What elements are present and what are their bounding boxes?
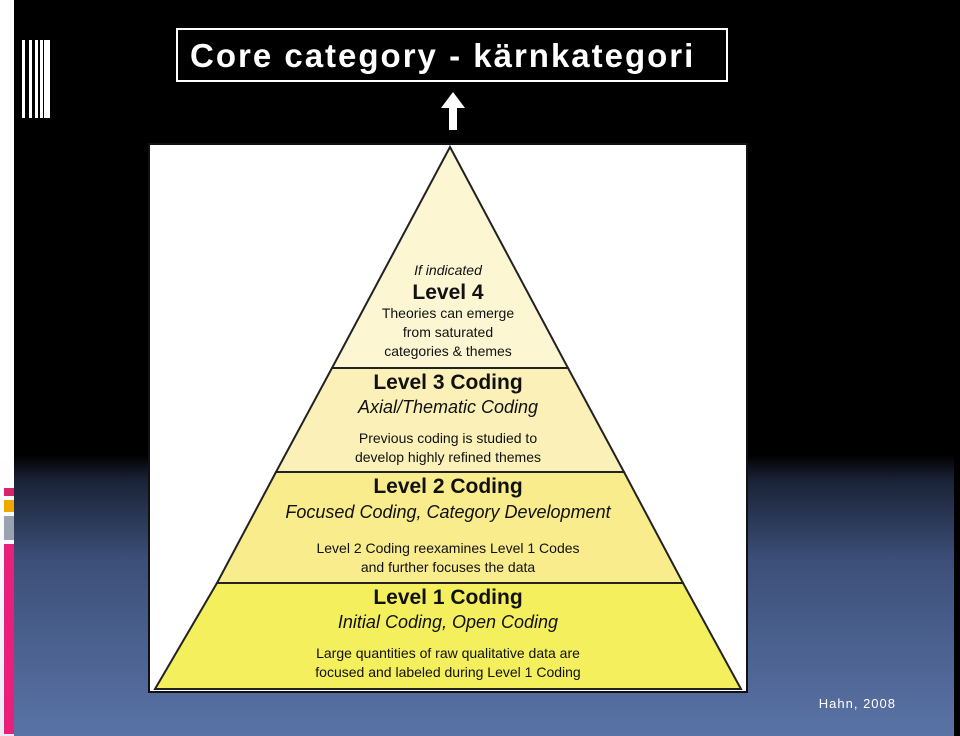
level3-heading: Level 3 Coding bbox=[373, 371, 523, 394]
accent-strip-orange bbox=[4, 500, 14, 512]
pyramid-graphic bbox=[153, 145, 743, 690]
level4-body-line2: from saturated bbox=[402, 324, 494, 340]
level2-heading: Level 2 Coding bbox=[373, 475, 523, 498]
level1-heading: Level 1 Coding bbox=[373, 586, 523, 609]
level1-subheading: Initial Coding, Open Coding bbox=[337, 612, 559, 632]
coding-pyramid-figure: If indicated Level 4 Theories can emerge… bbox=[148, 143, 748, 693]
pyramid-level1-band bbox=[153, 582, 743, 690]
level4-note: If indicated bbox=[414, 262, 482, 278]
slide-title: Core category - kärnkategori bbox=[176, 28, 728, 82]
level3-subheading: Axial/Thematic Coding bbox=[357, 397, 539, 417]
accent-strip-pink bbox=[4, 488, 14, 496]
level4-body-line3: categories & themes bbox=[384, 343, 512, 359]
source-credit: Hahn, 2008 bbox=[818, 696, 896, 711]
level1-body-line2: focused and labeled during Level 1 Codin… bbox=[315, 664, 581, 680]
up-arrow-icon bbox=[441, 92, 465, 130]
level2-body-line1: Level 2 Coding reexamines Level 1 Codes bbox=[316, 540, 580, 556]
level2-body-line2: and further focuses the data bbox=[360, 559, 536, 575]
level2-subheading: Focused Coding, Category Development bbox=[285, 502, 611, 522]
level4-body-line1: Theories can emerge bbox=[381, 305, 515, 321]
level1-body-line1: Large quantities of raw qualitative data… bbox=[316, 645, 580, 661]
accent-strip-gray bbox=[4, 516, 14, 540]
level3-body-line2: develop highly refined themes bbox=[354, 449, 541, 465]
level3-body-line1: Previous coding is studied to bbox=[358, 430, 538, 446]
accent-strip-magenta bbox=[4, 544, 14, 734]
level4-heading: Level 4 bbox=[412, 281, 484, 304]
right-edge-bar bbox=[954, 0, 960, 736]
